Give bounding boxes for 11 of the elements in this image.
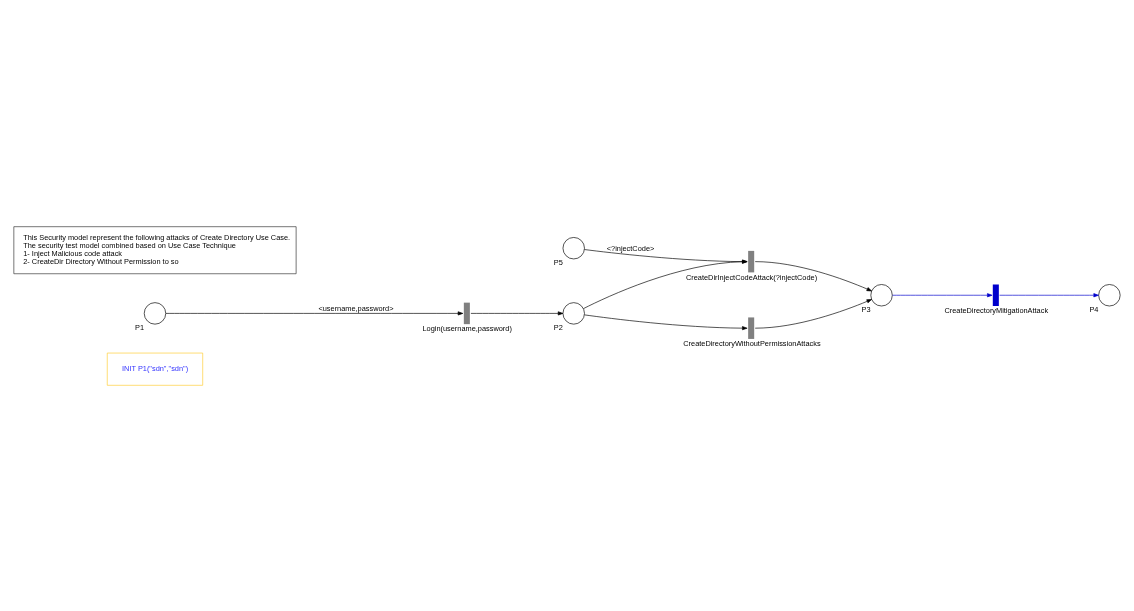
node-label: P4	[1089, 304, 1099, 314]
edge-label: <?injectCode>	[606, 243, 655, 253]
node-label: CreateDirInjectCodeAttack(?injectCode)	[685, 272, 818, 282]
node-label: CreateDirectoryWithoutPermissionAttacks	[683, 338, 821, 348]
node-label: P5	[553, 257, 563, 267]
edge-label: <username,password>	[318, 303, 394, 313]
node-label: CreateDirectoryMitigationAttack	[944, 305, 1049, 315]
node-label: P3	[861, 304, 871, 314]
node-label: P2	[553, 322, 563, 332]
node-label: P1	[135, 322, 145, 332]
node-label: Login(username,password)	[422, 323, 512, 333]
